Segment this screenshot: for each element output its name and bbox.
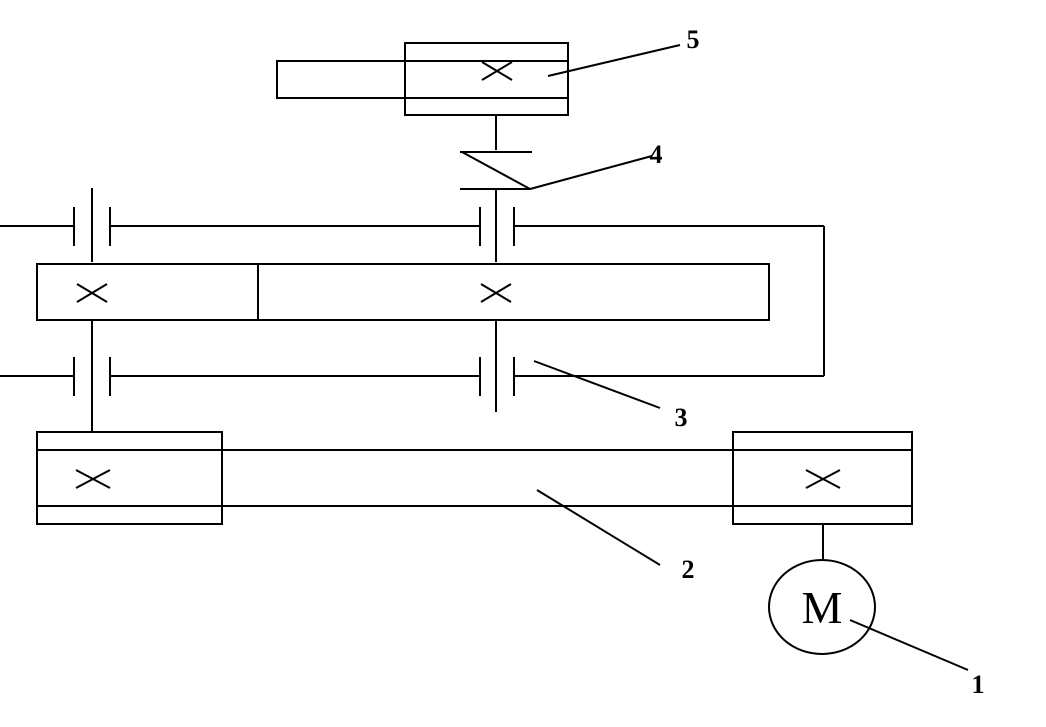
top-pulley-assembly <box>276 42 569 116</box>
motor-circle <box>768 559 876 655</box>
left-pulley-cross-icon <box>75 469 111 489</box>
label-4: 4 <box>650 140 663 169</box>
top-belt <box>276 60 569 99</box>
bearings <box>73 207 515 396</box>
label-1: 1 <box>972 670 985 699</box>
right-pulley-cross-icon <box>805 469 841 489</box>
bevel-gear <box>460 151 532 190</box>
label-5: 5 <box>687 25 700 54</box>
belt-drive <box>36 431 913 525</box>
middle-gear-body <box>36 263 770 321</box>
leader-2 <box>536 489 661 566</box>
housing-frame <box>0 225 825 377</box>
leader-lines <box>529 44 969 671</box>
lower-belt <box>36 449 913 507</box>
label-3: 3 <box>675 403 688 432</box>
leader-5 <box>547 44 681 77</box>
leader-4 <box>529 155 653 190</box>
label-2: 2 <box>682 555 695 584</box>
right-gear-cross-icon <box>480 283 512 303</box>
middle-gear-pair <box>36 263 770 321</box>
top-pulley-cross-icon <box>481 61 513 81</box>
motor: M <box>768 559 876 655</box>
left-gear-cross-icon <box>76 283 108 303</box>
leader-1 <box>849 619 969 671</box>
leader-3 <box>533 360 661 409</box>
motor-symbol: M <box>802 582 843 633</box>
